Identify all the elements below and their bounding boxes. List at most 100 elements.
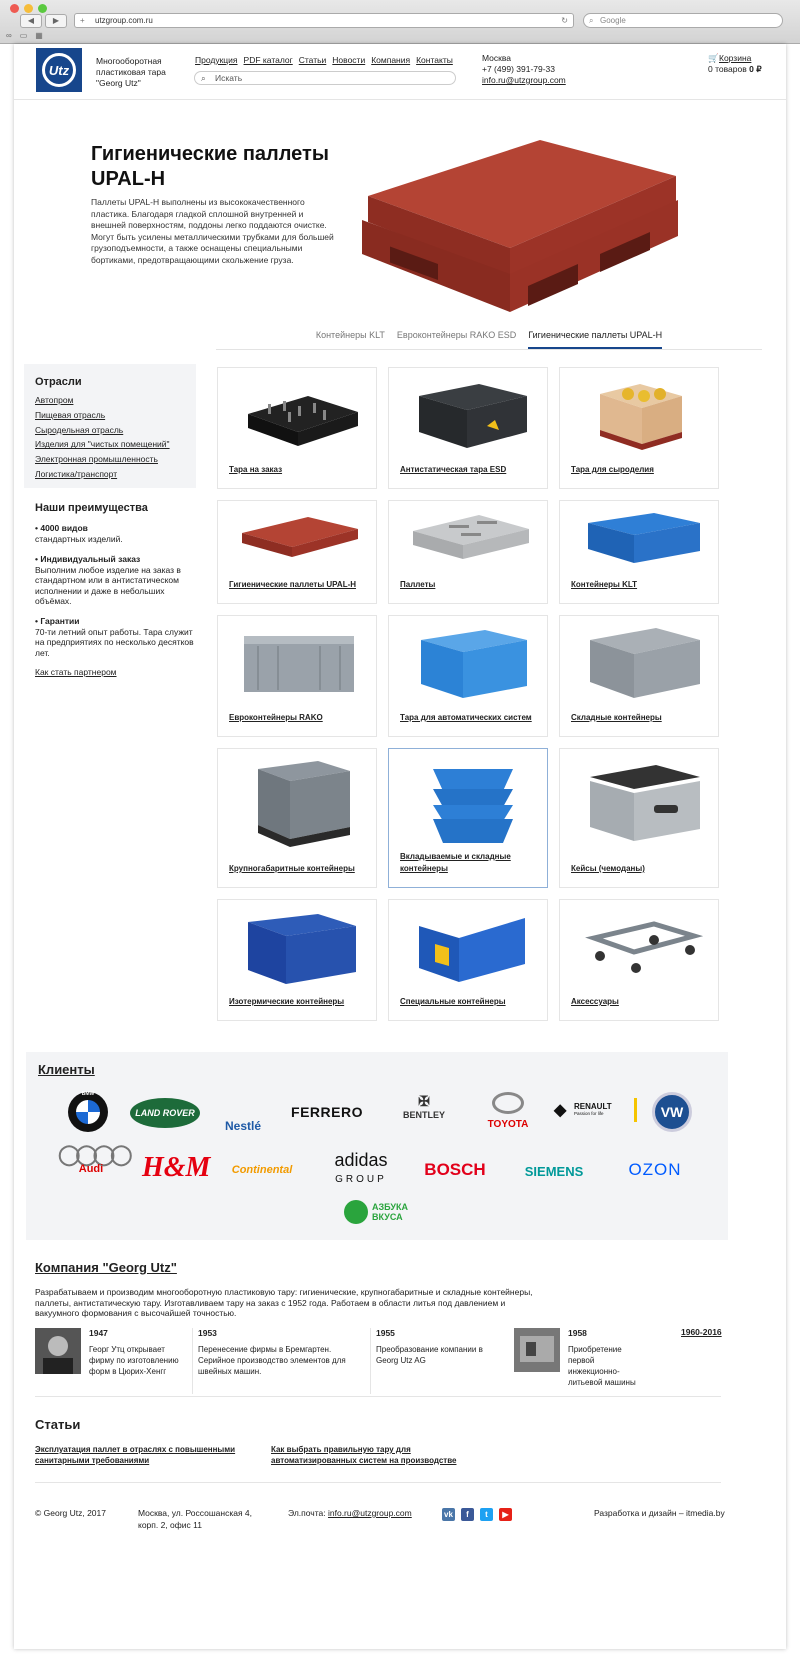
product-card[interactable]: Кейсы (чемоданы) [559, 748, 719, 888]
clients-title: Клиенты [38, 1062, 95, 1077]
company-divider [35, 1396, 721, 1397]
product-label[interactable]: Складные контейнеры [571, 713, 662, 722]
vk-icon[interactable]: vk [442, 1508, 455, 1521]
credits[interactable]: Разработка и дизайн – itmedia.by [594, 1508, 725, 1518]
forward-button[interactable]: ▶ [45, 14, 67, 28]
youtube-icon[interactable]: ▶ [499, 1508, 512, 1521]
nav-articles[interactable]: Статьи [298, 55, 327, 65]
automation-box-image [421, 630, 527, 698]
product-label[interactable]: Тара на заказ [229, 465, 283, 474]
product-card[interactable]: Гигиенические паллеты UPAL-H [217, 500, 377, 604]
product-label[interactable]: Изотермические контейнеры [229, 997, 345, 1006]
industry-logistics[interactable]: Логистика/транспорт [35, 468, 118, 479]
product-label[interactable]: Аксессуары [571, 997, 619, 1006]
main-nav: Продукция PDF каталог Статьи Новости Ком… [195, 55, 453, 65]
browser-search-input[interactable]: ⌕ Google [583, 13, 783, 28]
product-label[interactable]: Кейсы (чемоданы) [571, 864, 645, 873]
tab-klt[interactable]: Контейнеры KLT [315, 330, 385, 340]
footer-email-link[interactable]: info.ru@utzgroup.com [327, 1508, 412, 1518]
article-link[interactable]: Эксплуатация паллет в отраслях с повышен… [35, 1445, 236, 1465]
copyright: © Georg Utz, 2017 [35, 1508, 106, 1518]
product-label[interactable]: Специальные контейнеры [400, 997, 506, 1006]
product-card[interactable]: Вкладываемые и складные контейнеры [388, 748, 548, 888]
cart-sum: 0 ₽ [749, 64, 762, 74]
product-card[interactable]: Специальные контейнеры [388, 899, 548, 1021]
articles-divider [35, 1482, 721, 1483]
new-tab-icon[interactable]: + [80, 16, 85, 25]
product-label[interactable]: Евроконтейнеры RAKO [229, 713, 323, 722]
ferrero-logo: FERRERO [291, 1104, 363, 1120]
nav-company[interactable]: Компания [371, 55, 411, 65]
toyota-logo: TOYOTA [478, 1092, 538, 1132]
product-card[interactable]: Евроконтейнеры RAKO [217, 615, 377, 737]
phone[interactable]: +7 (499) 391-79-33 [482, 64, 556, 74]
zoom-window-button[interactable] [38, 4, 47, 13]
product-card[interactable]: Контейнеры KLT [559, 500, 719, 604]
product-label[interactable]: Антистатическая тара ESD [400, 465, 507, 474]
product-label[interactable]: Контейнеры KLT [571, 580, 638, 589]
advantage-text: стандартных изделий. [35, 534, 123, 544]
industry-electronics[interactable]: Электронная промышленность [35, 454, 158, 465]
tab-upal-h[interactable]: Гигиенические паллеты UPAL-H [528, 330, 663, 349]
back-button[interactable]: ◀ [20, 14, 42, 28]
article-link[interactable]: Как выбрать правильную тару для автомати… [271, 1445, 457, 1465]
product-card[interactable]: Антистатическая тара ESD [388, 367, 548, 489]
product-card[interactable]: Складные контейнеры [559, 615, 719, 737]
bookmarks-icon[interactable]: ▭ [19, 31, 28, 40]
reading-list-icon[interactable]: ∞ [6, 31, 12, 40]
minimize-window-button[interactable] [24, 4, 33, 13]
nav-pdf-catalog[interactable]: PDF каталог [243, 55, 293, 65]
product-card[interactable]: Изотермические контейнеры [217, 899, 377, 1021]
cart-block[interactable]: 🛒Корзина 0 товаров 0 ₽ [708, 53, 762, 75]
industry-cleanroom[interactable]: Изделия для "чистых помещений" [35, 439, 170, 450]
industry-food[interactable]: Пищевая отрасль [35, 409, 106, 420]
advantage-title: • Гарантии [35, 615, 80, 626]
product-card[interactable]: Аксессуары [559, 899, 719, 1021]
product-card[interactable]: Тара для сыроделия [559, 367, 719, 489]
timeline-divider [192, 1328, 193, 1394]
address-bar[interactable]: + utzgroup.com.ru ↻ [74, 13, 574, 28]
company-title[interactable]: Компания "Georg Utz" [35, 1260, 177, 1275]
product-card[interactable]: Паллеты [388, 500, 548, 604]
facebook-icon[interactable]: f [461, 1508, 474, 1521]
product-card[interactable]: Тара для автоматических систем [388, 615, 548, 737]
product-label[interactable]: Паллеты [400, 580, 436, 589]
twitter-icon[interactable]: t [480, 1508, 493, 1521]
industry-cheese[interactable]: Сыродельная отрасль [35, 424, 124, 435]
product-label[interactable]: Вкладываемые и складные контейнеры [400, 852, 511, 873]
partner-link[interactable]: Как стать партнером [35, 667, 117, 677]
close-window-button[interactable] [10, 4, 19, 13]
nav-contacts[interactable]: Контакты [416, 55, 453, 65]
cart-link[interactable]: Корзина [719, 53, 752, 63]
ozon-logo: OZON [628, 1160, 682, 1179]
timeline-more-link[interactable]: 1960-2016 [681, 1327, 722, 1337]
utz-logo[interactable]: Utz [36, 48, 82, 92]
site-search-input[interactable]: ⌕ Искать [194, 71, 456, 85]
industry-auto[interactable]: Автопром [35, 395, 74, 405]
top-sites-icon[interactable]: ▦ [35, 31, 43, 40]
product-card[interactable]: Крупногабаритные контейнеры [217, 748, 377, 888]
bmw-logo: BMW [68, 1091, 108, 1132]
timeline-divider [370, 1328, 371, 1394]
vw-logo: VW [652, 1092, 692, 1132]
product-card[interactable]: Тара на заказ [217, 367, 377, 489]
product-label[interactable]: Тара для сыроделия [571, 465, 654, 474]
cart-icon[interactable]: 🛒 [708, 53, 719, 63]
nav-products[interactable]: Продукция [195, 55, 238, 65]
advantage-title: • Индивидуальный заказ [35, 553, 141, 564]
email-link[interactable]: info.ru@utzgroup.com [482, 75, 566, 85]
timeline-item: 1955 Преобразование компании в Georg Utz… [376, 1328, 483, 1365]
reload-icon[interactable]: ↻ [561, 16, 568, 25]
case-image [590, 765, 700, 841]
site-tagline: Многооборотная пластиковая тара "Georg U… [96, 56, 166, 88]
nestable-box-image [433, 769, 513, 843]
cart-count: 0 товаров [708, 64, 747, 74]
product-label[interactable]: Гигиенические паллеты UPAL-H [229, 580, 357, 589]
industries-title: Отрасли [35, 376, 82, 388]
nav-news[interactable]: Новости [332, 55, 366, 65]
tab-rako-esd[interactable]: Евроконтейнеры RAKO ESD [396, 330, 517, 340]
product-label[interactable]: Крупногабаритные контейнеры [229, 864, 355, 873]
product-label[interactable]: Тара для автоматических систем [400, 713, 532, 722]
hero-title: Гигиенические паллеты UPAL-H [91, 143, 329, 190]
